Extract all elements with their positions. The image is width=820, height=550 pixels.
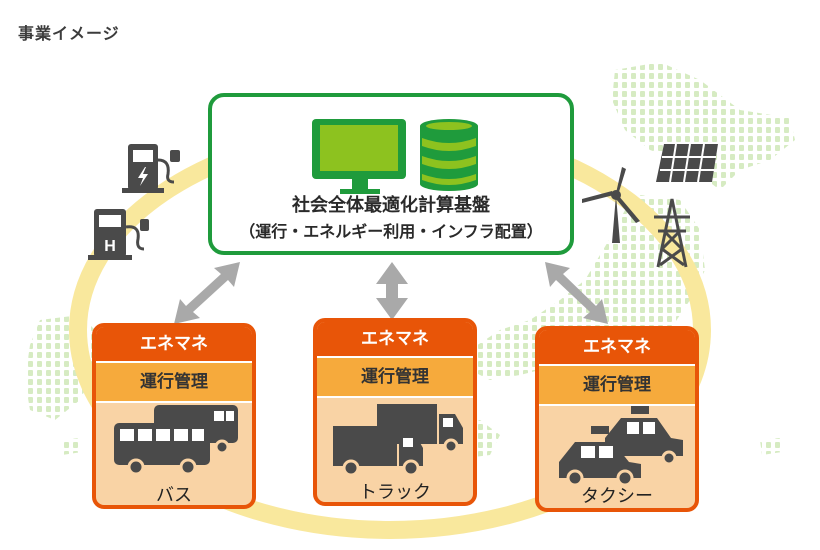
arrow-center — [376, 262, 408, 320]
svg-text:H: H — [104, 238, 116, 255]
monitor-icon — [312, 119, 406, 194]
platform-subtitle: （運行・エネルギー利用・インフラ配置） — [239, 222, 543, 241]
platform-title: 社会全体最適化計算基盤 — [292, 195, 490, 216]
card-header: エネマネ — [317, 322, 473, 356]
card-label: バス — [156, 485, 192, 506]
wind-turbine-icon — [582, 167, 640, 243]
taxi-icon — [559, 406, 683, 484]
card-truck: エネマネ 運行管理 トラック — [313, 318, 477, 506]
truck-icon — [333, 404, 463, 476]
arrow-left — [174, 262, 240, 324]
ev-charger-icon — [122, 144, 180, 193]
database-icon — [420, 119, 478, 191]
page-title: 事業イメージ — [18, 24, 120, 43]
card-label: タクシー — [581, 486, 653, 507]
hydrogen-station-icon: H — [88, 209, 149, 260]
card-bus: エネマネ 運行管理 バス — [92, 323, 256, 509]
card-header: エネマネ — [96, 327, 252, 361]
card-label: トラック — [359, 482, 431, 503]
card-header: エネマネ — [539, 330, 695, 364]
card-taxi: エネマネ 運行管理 タクシー — [535, 326, 699, 512]
card-subheader: 運行管理 — [96, 361, 252, 403]
bus-icon — [114, 405, 238, 475]
solar-panel-icon — [656, 143, 718, 183]
card-subheader: 運行管理 — [317, 356, 473, 398]
power-tower-icon — [654, 198, 690, 268]
platform-label: 社会全体最適化計算基盤 （運行・エネルギー利用・インフラ配置） — [208, 193, 574, 245]
arrow-right — [545, 262, 608, 324]
card-subheader: 運行管理 — [539, 364, 695, 406]
